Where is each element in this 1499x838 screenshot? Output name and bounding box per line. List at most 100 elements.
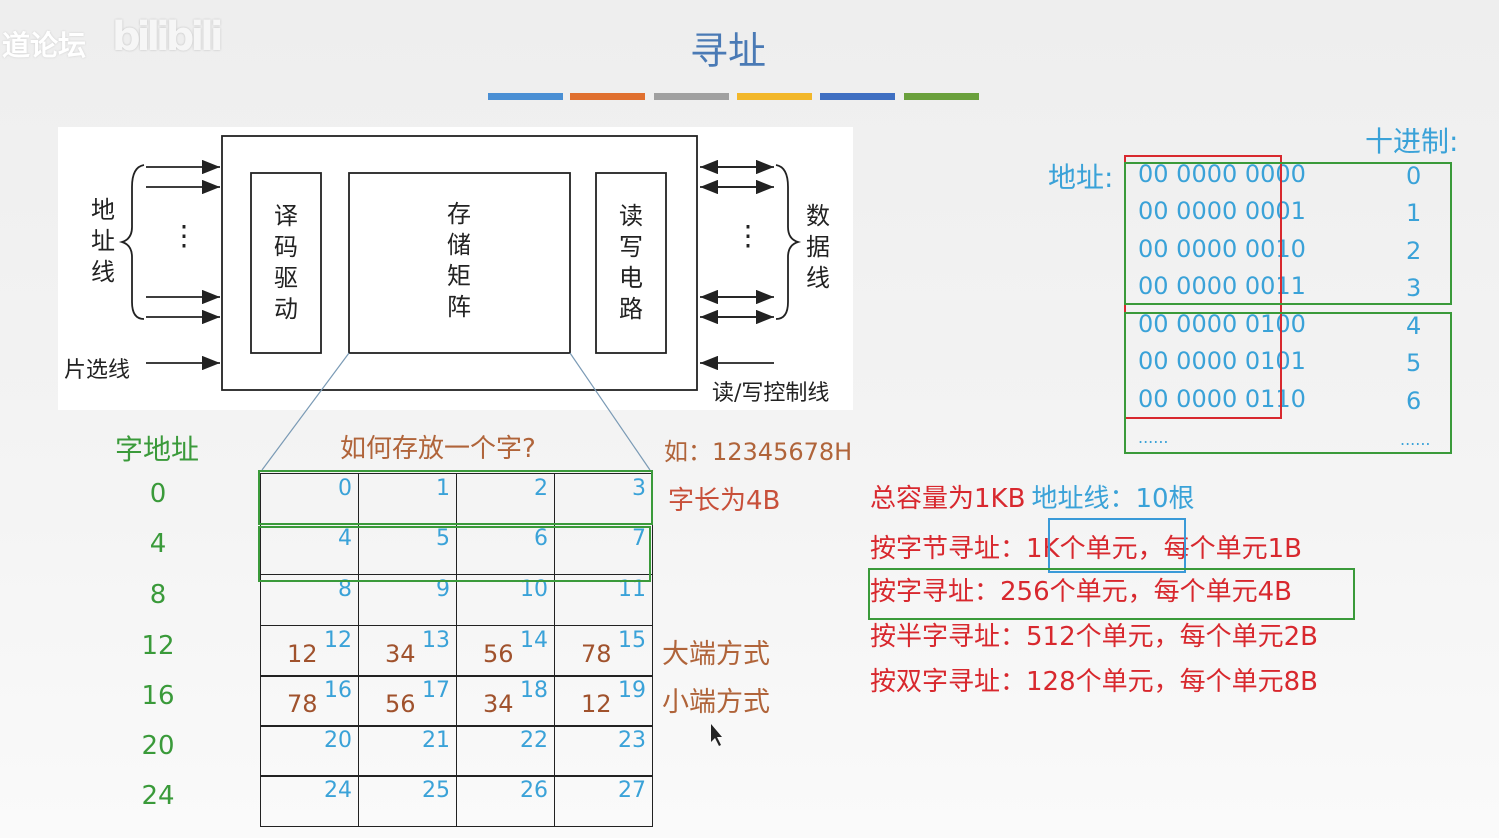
binary-address: 00 0000 0100 [1138,310,1306,338]
storage-question: 如何存放一个字? [340,434,536,464]
word-address: 16 [141,681,175,711]
binary-address: 00 0000 0110 [1138,385,1306,413]
memory-cell: 26 [456,775,555,827]
memory-cell: 21 [358,725,457,777]
word-address: 8 [149,580,167,610]
color-bar-segment [488,93,563,100]
byte-address: 18 [520,678,548,703]
binary-address: 00 0000 0001 [1138,197,1306,225]
memory-cell: 27 [554,775,653,827]
byte-value: 12 [287,639,318,668]
byte-address: 14 [520,628,548,653]
binary-address: 00 0000 0010 [1138,235,1306,263]
example-value: 如：12345678H [664,438,853,466]
decimal-address: 1 [1406,199,1422,227]
byte-value: 34 [385,639,416,668]
bilibili-logo: bilibili [112,14,224,60]
byte-address: 9 [436,577,450,602]
byte-value: 34 [483,689,514,718]
word-length-label: 字长为4B [668,486,781,516]
memory-chip-diagram: 地址线 译码驱动 存储矩阵 读写电路 数据线 ⋮ ⋮ 片选线 读/写控制线 [58,127,853,410]
byte-addressing-suffix: ，每个单元1B [1137,534,1302,564]
matrix-label: 存储矩阵 [447,200,471,321]
byte-address: 21 [422,728,450,753]
byte-address: 2 [534,476,548,501]
ellipsis-right: ⋮ [734,219,762,252]
decimal-address: 0 [1406,162,1422,190]
memory-cell: 24 [260,775,359,827]
byte-address: 1 [436,476,450,501]
word-addressing-highlight [868,568,1355,620]
byte-value: 56 [483,639,514,668]
byte-address: 20 [324,728,352,753]
address-group-1 [1124,312,1452,454]
memory-cell: 20 [260,725,359,777]
byte-address: 23 [618,728,646,753]
byte-address: 12 [324,628,352,653]
diagram-lines [118,135,802,391]
byte-value: 56 [385,689,416,718]
big-endian-label: 大端方式 [662,639,770,670]
word-highlight-1 [258,526,651,582]
address-lines-note: 地址线：10根 [1031,484,1195,514]
byte-address: 8 [338,577,352,602]
color-bar-segment [570,93,645,100]
color-bar-segment [820,93,895,100]
byte-value: 78 [581,639,612,668]
byte-address: 3 [632,476,646,501]
chip-select-label: 片选线 [64,358,131,383]
binary-address: 00 0000 0000 [1138,160,1306,188]
byte-address: 24 [324,778,352,803]
watermark-text: 道论坛 [2,29,87,62]
decimal-address: ...... [1400,430,1431,449]
byte-address: 16 [324,678,352,703]
byte-address: 4 [338,526,352,551]
word-address: 4 [149,529,167,559]
byte-units-highlight [1048,518,1186,573]
memory-cell: 25 [358,775,457,827]
binary-address: 00 0000 0011 [1138,272,1306,300]
byte-address: 27 [618,778,646,803]
address-lines-label: 地址线 [91,196,115,286]
ellipsis-left: ⋮ [170,219,198,252]
binary-address: 00 0000 0101 [1138,347,1306,375]
capacity-note: 总容量为1KB [870,484,1026,514]
byte-address: 22 [520,728,548,753]
word-highlight-0 [258,470,653,525]
data-lines-label: 数据线 [806,202,830,292]
doubleword-addressing-note: 按双字寻址：128个单元，每个单元8B [870,667,1319,697]
rw-circuit-label: 读写电路 [619,202,643,323]
memory-cell: 23 [554,725,653,777]
decimal-header: 十进制: [1365,125,1459,158]
word-address: 24 [141,781,175,811]
byte-value: 12 [581,689,612,718]
decimal-address: 2 [1406,237,1422,265]
little-endian-label: 小端方式 [662,687,770,718]
word-address: 12 [141,631,175,661]
byte-units: 1K个单元 [1026,534,1138,564]
page-title: 寻址 [690,29,767,73]
word-addressing-note: 按字寻址：256个单元，每个单元4B [870,577,1293,607]
byte-address: 6 [534,526,548,551]
decimal-address: 6 [1406,387,1422,415]
color-bar-segment [654,93,729,100]
decimal-address: 3 [1406,274,1422,302]
decimal-address: 5 [1406,349,1422,377]
byte-address: 17 [422,678,450,703]
byte-address: 5 [436,526,450,551]
word-address: 0 [149,479,167,509]
byte-address: 0 [338,476,352,501]
color-bar-segment [737,93,812,100]
decimal-address: 4 [1406,312,1422,340]
address-group-0 [1124,162,1452,305]
memory-cell: 22 [456,725,555,777]
word-address-header: 字地址 [115,433,200,466]
